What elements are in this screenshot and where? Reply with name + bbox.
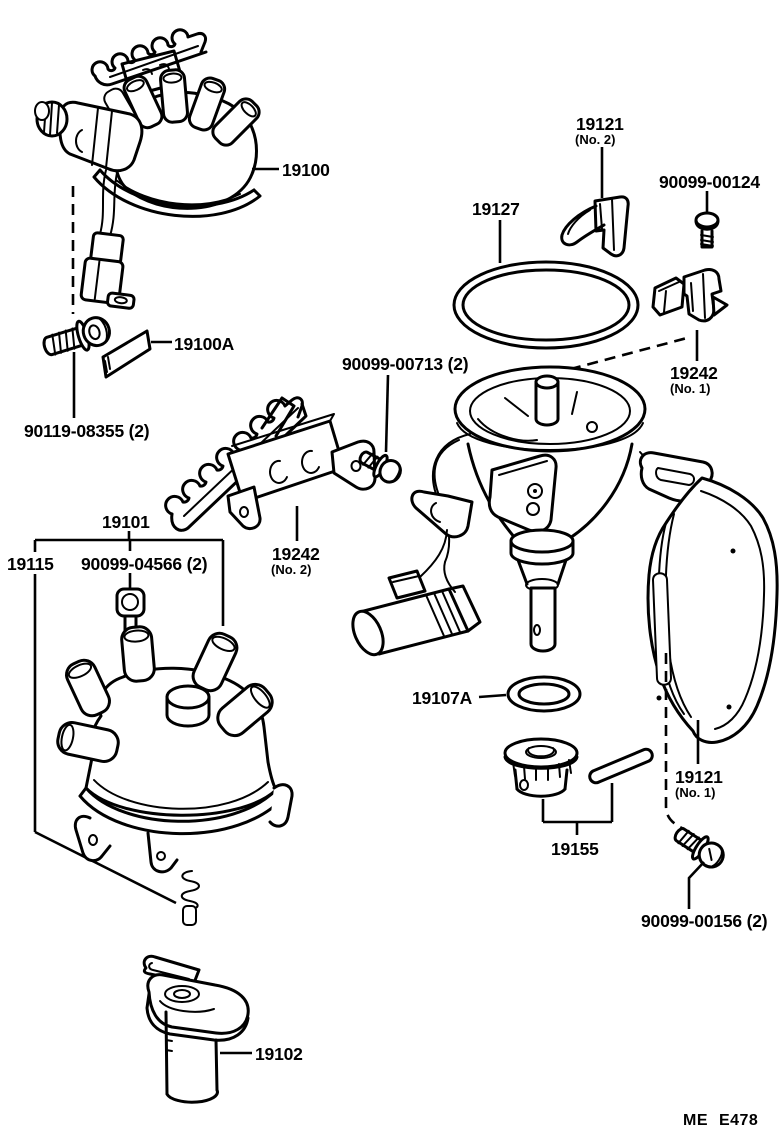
- screw-00713-drawing: [358, 450, 402, 484]
- leader-00713: [384, 374, 390, 453]
- distributor-housing-drawing: [351, 365, 714, 657]
- part-note-19242-no1: (No. 1): [670, 381, 710, 396]
- part-label-19101: 19101: [102, 512, 150, 532]
- rotor-drawing: [142, 954, 250, 1104]
- roll-pin-drawing: [588, 747, 654, 785]
- dashed-line-00156: [664, 653, 683, 830]
- part-label-19102: 19102: [255, 1044, 303, 1064]
- part-label-19100A: 19100A: [174, 334, 235, 354]
- bracket-lines-cap-group: [33, 531, 225, 905]
- part-label-19100: 19100: [282, 160, 330, 180]
- leader-00156: [687, 861, 705, 909]
- packing-plate-drawing: [101, 329, 152, 379]
- dashed-line-19242-no1: [565, 336, 688, 421]
- distributor-cap-drawing: [56, 625, 294, 926]
- part-label-19155: 19155: [551, 839, 599, 859]
- bolt-90119-drawing: [42, 316, 111, 357]
- part-note-19121-no1: (No. 1): [675, 785, 715, 800]
- distributor-assembly-drawing: [34, 28, 262, 310]
- part-label-19242-no2: 19242: [272, 544, 320, 564]
- oring-drawing: [452, 260, 640, 350]
- part-label-19115: 19115: [7, 554, 54, 574]
- page-code: ME E478: [683, 1112, 758, 1129]
- leader-19155: [541, 783, 614, 835]
- part-label-19242-no1: 19242: [670, 363, 718, 383]
- part-label-19127: 19127: [472, 199, 520, 219]
- bracket-no1-drawing: [651, 268, 729, 323]
- part-note-19242-no2: (No. 2): [271, 562, 311, 577]
- part-label-19121-no1: 19121: [675, 767, 723, 787]
- clamp-no2-drawing: [560, 195, 630, 258]
- part-label-00124: 90099-00124: [659, 172, 760, 192]
- gasket-drawing: [506, 675, 582, 713]
- part-label-00156: 90099-00156 (2): [641, 911, 767, 931]
- cord-bracket-no2-drawing: [164, 396, 377, 532]
- part-label-04566: 90099-04566 (2): [81, 554, 207, 574]
- screw-00124-drawing: [694, 211, 720, 249]
- part-note-19121-no2: (No. 2): [575, 132, 615, 147]
- spring-drawing: [180, 870, 200, 910]
- dust-cover-drawing: [646, 476, 779, 744]
- part-label-00713: 90099-00713 (2): [342, 354, 468, 374]
- screw-00156-drawing: [673, 827, 725, 869]
- leader-19107A: [478, 693, 507, 699]
- drive-gear-drawing: [503, 737, 654, 798]
- part-label-90119: 90119-08355 (2): [24, 421, 149, 441]
- part-label-19121-no2: 19121: [576, 114, 624, 134]
- part-label-19107A: 19107A: [412, 688, 473, 708]
